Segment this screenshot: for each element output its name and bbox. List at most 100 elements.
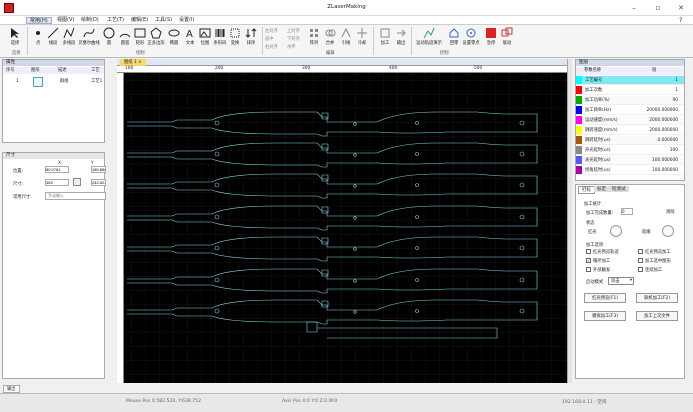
hole-shape (519, 245, 525, 251)
tab-marking[interactable]: 打标 (578, 186, 595, 194)
menu-tools[interactable]: 工具(S) (155, 17, 173, 23)
bitmap-tool-button[interactable]: 位图 (196, 26, 214, 48)
emergency-stop-button[interactable]: 急停 (482, 26, 500, 48)
document-tab[interactable]: 图纸 1 × (120, 59, 146, 66)
align-right-button[interactable]: 右对齐 (265, 45, 278, 50)
menu-process[interactable]: 工艺(T) (107, 17, 124, 23)
transform-tool-button[interactable]: 变换 (226, 26, 244, 48)
online-process-button[interactable]: 联机加工(F2) (636, 293, 678, 303)
param-row[interactable]: 跳转速度(mm/s)2000.000000 (576, 126, 684, 135)
align-left-button[interactable]: 左对齐 (265, 29, 278, 34)
bezier-tool-button[interactable]: 贝塞尔曲线 (78, 26, 100, 48)
tab-calibration[interactable]: 标定 (594, 186, 609, 192)
option-red-preview-process[interactable]: 红光预览加工 (638, 249, 671, 255)
line-tool-button[interactable]: 线段 (44, 26, 62, 48)
param-name: 加工功率(%) (585, 98, 610, 103)
process-button[interactable]: 加工 (376, 26, 394, 48)
start-mode-select[interactable]: 双击▾ (608, 277, 634, 285)
param-value[interactable]: 0.000000 (657, 138, 678, 143)
minimize-icon[interactable]: – (632, 4, 636, 12)
option-red-preview-path[interactable]: 红光预览轨迹 (586, 249, 619, 255)
param-name: 拐角延时(us) (585, 168, 611, 173)
output-button[interactable]: 输出 (392, 26, 410, 48)
set-zero-button[interactable]: 设置零点 (461, 26, 481, 48)
array-button[interactable]: 阵列 (305, 26, 323, 48)
lock-ratio-icon[interactable] (73, 178, 81, 186)
menu-settings[interactable]: 设置(I) (179, 17, 195, 23)
param-row[interactable]: 加工频率(Hz)20000.000000 (576, 106, 684, 115)
param-name: 运动速度(mm/s) (585, 118, 618, 123)
param-value[interactable]: 2000.000000 (649, 128, 678, 133)
param-row[interactable]: 加工功率(%) 90 (576, 96, 684, 105)
group-label-control: 控制 (440, 51, 449, 56)
canvas-scrollbar[interactable] (567, 59, 572, 383)
simulate-process-button[interactable]: 模拟加工(F3) (584, 311, 626, 321)
pos-y-field[interactable] (91, 166, 106, 173)
merge-button[interactable]: 合并 (321, 26, 339, 48)
select-tool-button[interactable]: 选择 (6, 26, 24, 48)
hole-shape (214, 277, 220, 283)
process-last-file-button[interactable]: 加工上次文件 (636, 311, 678, 321)
param-row[interactable]: 关光延时(us)100.000000 (576, 156, 684, 165)
object-row[interactable]: 1 群组 工艺1 (3, 76, 104, 88)
param-row[interactable]: 跳转延时(us)0.000000 (576, 136, 684, 145)
option-continuous[interactable]: 连续加工 (638, 267, 662, 273)
param-row[interactable]: 拐角延时(us) 100.000000 (576, 166, 684, 175)
param-value[interactable]: 90 (672, 98, 678, 103)
menu-draw[interactable]: 绘制(D) (81, 17, 99, 23)
clear-count-button[interactable]: 清除 (666, 210, 675, 215)
home-return-button[interactable]: 回零 (445, 26, 463, 48)
red-preview-button[interactable]: 红光预览(F1) (584, 293, 626, 303)
tab-detect[interactable]: 检测试 (609, 186, 629, 192)
param-value[interactable]: 2000.000000 (649, 118, 678, 123)
sort-tool-button[interactable]: 排序 (242, 26, 260, 48)
polygon-tool-button[interactable]: 正多边形 (146, 26, 166, 48)
trajectory-demo-button[interactable]: 运动轨迹演示 (414, 26, 444, 48)
param-value[interactable]: 1 (675, 88, 678, 93)
param-value[interactable]: 20000.000000 (646, 108, 678, 113)
option-loop-process[interactable]: ✓循环加工 (586, 258, 611, 264)
layer-color-swatch (576, 76, 582, 84)
menu-bar: 常用(H) 视图(V) 绘制(D) 工艺(T) 编辑(E) 工具(S) 设置(I… (0, 16, 693, 25)
maximize-icon[interactable]: ▫ (655, 4, 661, 12)
param-value[interactable]: 100 (669, 148, 678, 153)
help-icon[interactable]: ? (679, 17, 683, 24)
menu-home[interactable]: 常用(H) (26, 17, 52, 24)
drawing-canvas[interactable] (117, 66, 567, 383)
width-field[interactable] (45, 179, 69, 186)
param-row[interactable]: 开光延时(us)100 (576, 146, 684, 155)
param-value[interactable]: 100.000000 (652, 158, 678, 163)
param-value[interactable]: 100.000000 (652, 168, 678, 173)
layer-color-swatch (576, 116, 582, 124)
align-bottom-button[interactable]: 下对齐 (287, 37, 300, 42)
param-value[interactable]: 1 (675, 78, 678, 83)
align-top-button[interactable]: 上对齐 (287, 29, 300, 34)
param-row[interactable]: 运动速度(mm/s) 2000.000000 (576, 116, 684, 125)
cooling-button[interactable]: 冷却 (353, 26, 371, 48)
menu-view[interactable]: 视图(V) (57, 17, 75, 23)
common-size-dropdown[interactable]: 手动输入 (45, 192, 106, 200)
output-tab[interactable]: 输出 (3, 385, 20, 393)
hole-shape (214, 214, 220, 220)
pos-x-field[interactable] (45, 166, 69, 173)
arc-tool-button[interactable]: 圆弧 (116, 26, 134, 48)
lead-line-button[interactable]: 引线 (337, 26, 355, 48)
close-icon[interactable]: ✕ (678, 4, 684, 12)
option-process-selected[interactable]: 加工选中图形 (638, 258, 671, 264)
link-button[interactable]: 联动 (498, 26, 516, 48)
polyline-tool-button[interactable]: 多线段 (60, 26, 78, 48)
ellipse-tool-button[interactable]: 椭圆 (165, 26, 183, 48)
align-center-button[interactable]: 居中 (265, 37, 274, 42)
height-field[interactable] (91, 179, 106, 186)
circle-tool-button[interactable]: 圆 (100, 26, 118, 48)
rectangle-tool-button[interactable]: 矩形 (131, 26, 149, 48)
point-tool-button[interactable]: 点 (29, 26, 47, 48)
barcode-tool-button[interactable]: 条形码 (211, 26, 229, 48)
option-external-trigger[interactable]: 外部触发 (586, 267, 610, 273)
menu-edit[interactable]: 编辑(E) (131, 17, 149, 23)
align-horizontal-button[interactable]: 水平 (287, 45, 296, 50)
